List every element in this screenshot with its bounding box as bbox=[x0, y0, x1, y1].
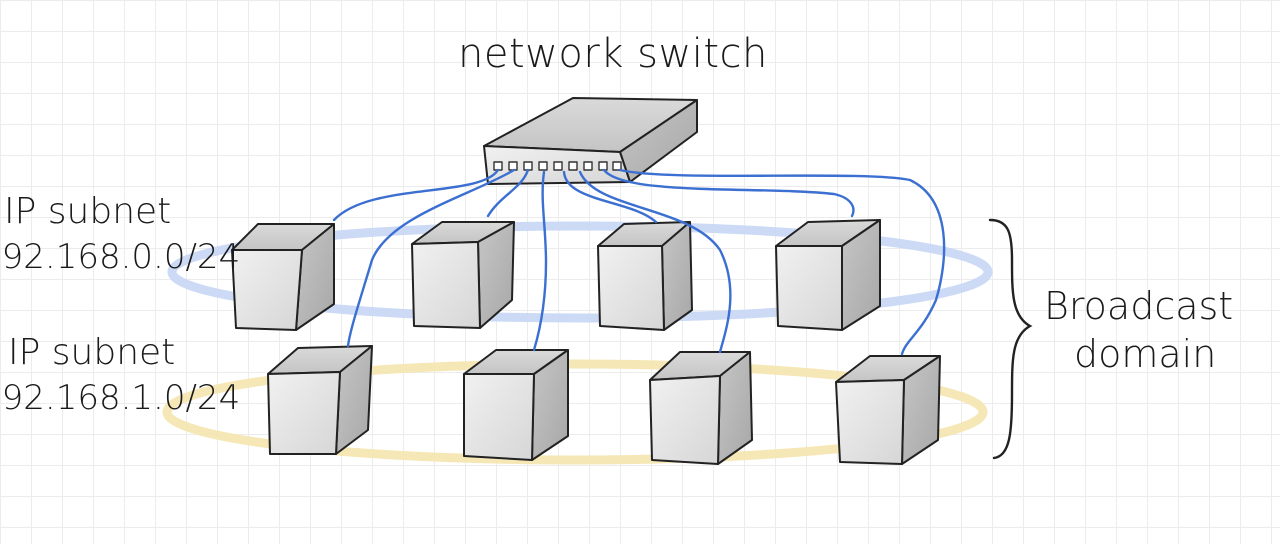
cable-to-subnet0-2 bbox=[486, 168, 530, 218]
diagram-title: network switch bbox=[458, 31, 768, 77]
cable-to-subnet1-3 bbox=[578, 170, 732, 354]
host-box-subnet1-4 bbox=[835, 355, 941, 465]
host-box-subnet1-3 bbox=[649, 351, 753, 465]
subnet-1-cidr: 192.168.1.0/24 bbox=[0, 378, 241, 418]
cable-to-subnet1-4 bbox=[618, 168, 946, 356]
subnet-1-label: IP subnet bbox=[8, 332, 176, 373]
subnet-0-label: IP subnet bbox=[4, 191, 172, 232]
host-box-subnet0-4 bbox=[775, 219, 881, 331]
broadcast-domain-brace bbox=[988, 218, 1033, 460]
network-switch-icon bbox=[483, 97, 698, 185]
cables bbox=[332, 168, 946, 356]
cable-to-subnet0-3 bbox=[562, 170, 658, 224]
broadcast-domain-label-line2: domain bbox=[1074, 332, 1217, 376]
host-box-subnet1-2 bbox=[463, 349, 569, 461]
cable-to-subnet1-1 bbox=[346, 168, 516, 348]
subnet-ring-1 bbox=[162, 359, 988, 465]
subnet-0-cidr: 192.168.0.0/24 bbox=[0, 237, 241, 277]
cable-to-subnet0-4 bbox=[602, 168, 855, 218]
host-box-subnet1-1 bbox=[267, 345, 373, 455]
host-box-subnet0-3 bbox=[597, 221, 693, 331]
switch-ports bbox=[493, 161, 622, 171]
host-box-subnet0-1 bbox=[231, 223, 335, 331]
cable-to-subnet0-1 bbox=[332, 168, 500, 222]
cable-to-subnet1-2 bbox=[532, 170, 548, 352]
subnet-ring-0 bbox=[167, 221, 993, 323]
host-box-subnet0-2 bbox=[411, 221, 515, 329]
broadcast-domain-label-line1: Broadcast bbox=[1044, 284, 1234, 328]
